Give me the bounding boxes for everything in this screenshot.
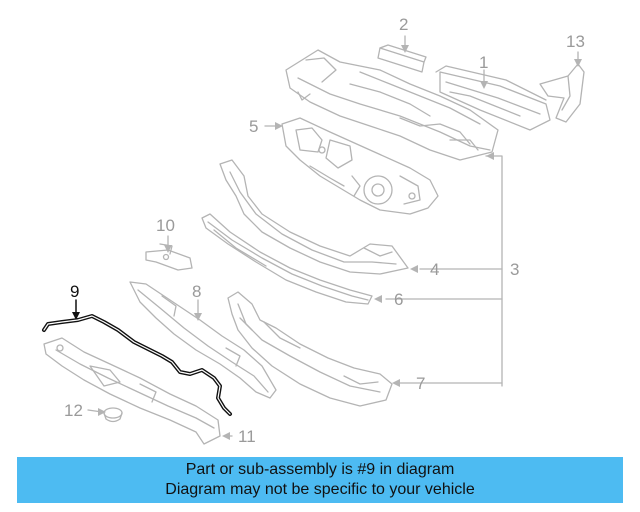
part-11-cover	[43, 337, 221, 445]
callout-3: 3	[510, 260, 520, 279]
part-3-upper-panel	[285, 49, 499, 161]
callout-6: 6	[394, 290, 404, 309]
callout-4: 4	[430, 260, 440, 279]
callout-13: 13	[566, 32, 585, 51]
part-1-cowl-piece	[435, 65, 551, 131]
part-6-cowl-strip	[201, 213, 373, 305]
part-12-grommet	[103, 407, 123, 423]
callout-12: 12	[64, 401, 83, 420]
callout-9: 9	[70, 282, 80, 301]
part-4-strip	[219, 159, 409, 275]
callout-11: 11	[238, 427, 256, 446]
part-13-bracket	[539, 63, 585, 123]
part-7-lower-panel	[227, 291, 393, 407]
part-2-block	[377, 44, 427, 73]
info-banner: Part or sub-assembly is #9 in diagram Di…	[17, 457, 623, 503]
callout-8: 8	[192, 282, 202, 301]
callout-1: 1	[479, 53, 489, 72]
callout-2: 2	[399, 15, 409, 34]
part-9-highlighted	[42, 299, 232, 416]
callout-5: 5	[249, 117, 259, 136]
banner-line-2: Diagram may not be specific to your vehi…	[165, 481, 475, 498]
leader-lines	[87, 35, 579, 437]
callout-7: 7	[416, 374, 426, 393]
banner-line-1: Part or sub-assembly is #9 in diagram	[185, 461, 455, 478]
callout-10: 10	[156, 216, 175, 235]
parts-diagram: 2 1 13 5 10 4 3 9 8 6 7 12 11	[42, 15, 585, 446]
part-10-bracket	[145, 243, 193, 271]
part-8-seal	[129, 281, 277, 399]
part-5-insulator	[281, 117, 439, 215]
